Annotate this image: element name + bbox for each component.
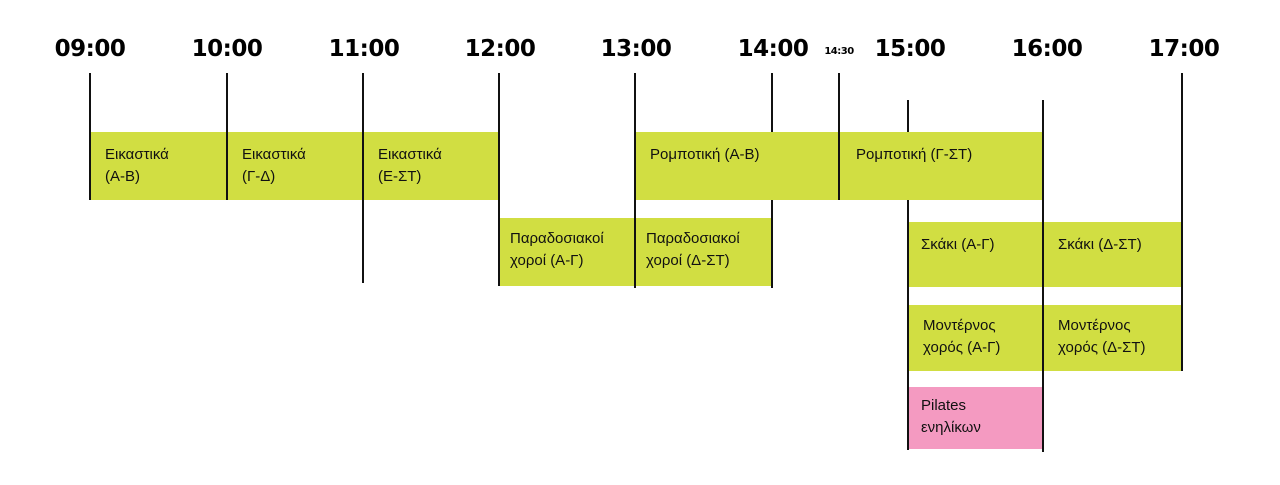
activity-title: Ρομποτική (Α-Β) — [650, 146, 760, 163]
time-line-1400-bottom — [771, 200, 773, 288]
activity-classes: (Α-Β) — [105, 168, 140, 185]
hour-label-1200: 12:00 — [464, 36, 536, 62]
activity-classes: ενηλίκων — [921, 419, 981, 436]
activity-eikastika-a-b: Εικαστικά (Α-Β) — [91, 132, 227, 200]
hour-label-1000: 10:00 — [191, 36, 263, 62]
activity-paradosiakoi-a-g: Παραδοσιακοί χοροί (Α-Γ) — [500, 218, 636, 286]
activity-classes: (Ε-ΣΤ) — [378, 168, 422, 185]
activity-title: Pilates — [921, 397, 967, 414]
activity-classes: (Γ-Δ) — [242, 168, 276, 185]
time-line-1600 — [1042, 100, 1044, 452]
activity-title: Εικαστικά — [378, 146, 442, 163]
hour-label-1500: 15:00 — [874, 36, 946, 62]
activity-classes: χορός (Α-Γ) — [923, 339, 1001, 356]
hour-label-1300: 13:00 — [600, 36, 672, 62]
time-line-1400-top — [771, 73, 773, 132]
activity-rompotiki-g-st: Ρομποτική (Γ-ΣΤ) — [840, 132, 1044, 200]
activity-title: Σκάκι (Δ-ΣΤ) — [1058, 236, 1142, 253]
activity-eikastika-g-d: Εικαστικά (Γ-Δ) — [228, 132, 363, 200]
activity-title: Σκάκι (Α-Γ) — [921, 236, 995, 253]
activity-eikastika-e-st: Εικαστικά (Ε-ΣΤ) — [364, 132, 498, 200]
activity-skaki-a-g: Σκάκι (Α-Γ) — [907, 222, 1044, 287]
activity-title: Εικαστικά — [242, 146, 306, 163]
activity-title: Εικαστικά — [105, 146, 169, 163]
activity-title: Μοντέρνος — [1058, 317, 1131, 334]
time-line-1000 — [226, 73, 228, 200]
activity-title: Παραδοσιακοί — [646, 230, 740, 247]
hour-label-1600: 16:00 — [1011, 36, 1083, 62]
hour-label-1430: 14:30 — [824, 46, 854, 57]
activity-classes: χοροί (Α-Γ) — [510, 252, 584, 269]
time-line-1700 — [1181, 73, 1183, 371]
time-line-1430 — [838, 73, 840, 200]
time-line-1200 — [498, 73, 500, 286]
activity-title: Ρομποτική (Γ-ΣΤ) — [856, 146, 973, 163]
activity-pilates-adults: Pilates ενηλίκων — [909, 387, 1044, 449]
time-line-1300 — [634, 73, 636, 288]
time-line-1100 — [362, 73, 364, 283]
activity-skaki-d-st: Σκάκι (Δ-ΣΤ) — [1044, 222, 1182, 287]
activity-title: Παραδοσιακοί — [510, 230, 604, 247]
activity-classes: χορός (Δ-ΣΤ) — [1058, 339, 1146, 356]
activity-classes: χοροί (Δ-ΣΤ) — [646, 252, 730, 269]
hour-label-1700: 17:00 — [1148, 36, 1220, 62]
hour-label-1100: 11:00 — [328, 36, 400, 62]
hour-label-1400: 14:00 — [737, 36, 809, 62]
activity-rompotiki-a-b: Ρομποτική (Α-Β) — [636, 132, 840, 200]
time-line-1500-bottom — [907, 200, 909, 450]
time-line-0900 — [89, 73, 91, 200]
activity-title: Μοντέρνος — [923, 317, 996, 334]
hour-label-0900: 09:00 — [54, 36, 126, 62]
activity-monternos-a-g: Μοντέρνος χορός (Α-Γ) — [909, 305, 1044, 371]
time-line-1500-top — [907, 100, 909, 132]
activity-monternos-d-st: Μοντέρνος χορός (Δ-ΣΤ) — [1044, 305, 1181, 371]
activity-paradosiakoi-d-st: Παραδοσιακοί χοροί (Δ-ΣΤ) — [636, 218, 772, 286]
